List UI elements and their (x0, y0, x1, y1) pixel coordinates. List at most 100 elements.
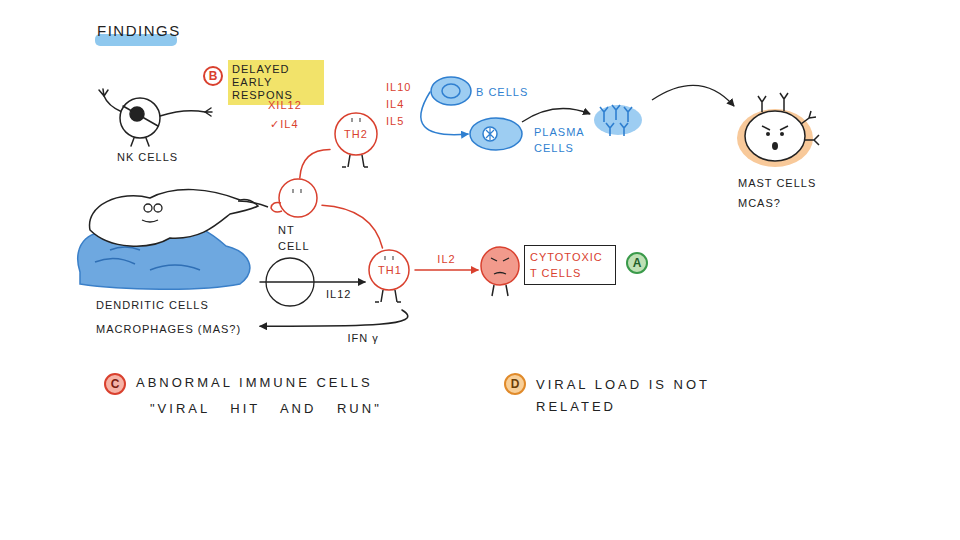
connector (260, 281, 365, 283)
cell-label: NK CELLS (117, 150, 212, 165)
badge-d: D (504, 373, 526, 395)
cytokine-label: IL4 (386, 97, 404, 112)
badge-c: C (104, 373, 126, 395)
plasma-to-antibody-arrow-part (522, 109, 590, 122)
edge-label-holder: IL2 (435, 252, 457, 267)
edge-label-holder: IFN γ (345, 331, 380, 346)
diagram-title: FINDINGS (97, 22, 181, 40)
cytokine-note-holder: ✓IL4 (270, 117, 299, 132)
cell-label: DELAYED EARLY RESPONS (232, 63, 320, 102)
connector (260, 310, 408, 326)
th2-cell-figure-part (335, 113, 377, 155)
dendritic-cell-figure-part (90, 190, 258, 247)
cell-label: B CELLS (476, 85, 540, 100)
th1-cell-figure-part (369, 250, 409, 290)
th1-cell: TH1 (365, 248, 415, 310)
th1-cell-figure-part (385, 256, 393, 260)
b-cell-figure (431, 77, 471, 105)
highlight-band: DELAYED EARLY RESPONS (228, 60, 324, 105)
th1-cell-figure-part (375, 290, 401, 302)
antibodies-part (600, 105, 632, 136)
cytotoxic-t-cell-figure-part (492, 285, 508, 296)
cytokine-label-holder: IL4 (386, 97, 404, 112)
naive-t-cell-figure-part (293, 189, 301, 193)
nk-cell-figure-part (99, 89, 108, 96)
cell-label: PLASMA CELLS (534, 124, 592, 156)
finding-text-holder: "VIRAL HIT AND RUN" (150, 400, 382, 417)
callout-letter: D (511, 377, 520, 391)
mast-cell-figure-part (766, 132, 770, 136)
edge-label: IFN γ (345, 331, 380, 346)
naive-t-cell: NT CELL (262, 178, 322, 256)
plasma-cell-figure-part (470, 118, 522, 150)
th2-cell-figure (335, 113, 377, 167)
mast-cell-figure-part (737, 109, 813, 167)
cytotoxic-t-cell: CYTOTOXIC T CELLS (478, 240, 618, 302)
cytokine-label: IL10 (386, 80, 411, 95)
callout-letter: A (633, 256, 642, 270)
cytokine-note: ✓IL4 (270, 117, 299, 132)
badge-a: A (626, 252, 648, 274)
naive-t-cell-figure-part (271, 203, 282, 212)
finding-text-holder: ABNORMAL IMMUNE CELLS (136, 374, 373, 391)
cytotoxic-t-cell-figure-part (491, 258, 509, 274)
title-holder: FINDINGS (97, 22, 181, 40)
th2-cell: TH2 (330, 112, 382, 178)
cytokine-label-holder: IL10 (386, 80, 411, 95)
cell-label: NT CELL (278, 222, 318, 254)
plasma-cell-figure (470, 118, 522, 150)
finding-text-holder: VIRAL LOAD IS NOT RELATED (536, 374, 736, 418)
b-cell-figure-part (431, 77, 471, 105)
mast-cell-figure-part (762, 126, 788, 130)
cytokine-note: XIL12 (268, 98, 302, 113)
connector (300, 150, 330, 178)
nk-cell-figure-part (123, 106, 158, 126)
mast-cell-figure-part (772, 142, 778, 150)
plasma-to-antibody-arrow (522, 109, 590, 122)
callout-letter: B (209, 69, 218, 83)
nk-cell-figure-part (160, 111, 205, 116)
cell-label: DENDRITIC CELLS MACROPHAGES (MAS?) (96, 293, 256, 341)
cytokine-label-holder: IL5 (386, 114, 404, 129)
th1-cell-figure (369, 250, 409, 302)
dendritic-cell: DENDRITIC CELLS MACROPHAGES (MAS?) (70, 175, 260, 343)
finding-text: "VIRAL HIT AND RUN" (150, 400, 382, 417)
finding-text: VIRAL LOAD IS NOT RELATED (536, 374, 736, 418)
antibodies (594, 105, 642, 136)
nk-cell-figure (99, 89, 212, 146)
th2-cell-figure-part (342, 155, 368, 167)
badge-b: B (203, 66, 223, 86)
nk-cell-figure-part (104, 96, 122, 112)
cell-label: TH2 (340, 127, 372, 142)
cell-label: MAST CELLS MCAS? (738, 173, 834, 213)
mast-cell-figure-part (780, 132, 784, 136)
b-cell: B CELLS (430, 77, 542, 107)
antibody-to-mast-arrow (652, 85, 734, 106)
nk-cell-figure-part (120, 98, 160, 138)
plasma-cell-figure-part (483, 127, 497, 141)
edge-label: IL2 (435, 252, 457, 267)
edge-label-holder: IL12 (324, 286, 353, 301)
finding-text: ABNORMAL IMMUNE CELLS (136, 374, 373, 391)
cytokine-label: IL5 (386, 114, 404, 129)
cytotoxic-t-cell-figure (481, 247, 519, 296)
dendritic-cell-figure (78, 190, 268, 290)
b-cell-figure-part (442, 84, 460, 98)
naive-t-cell-figure (271, 179, 317, 217)
edge-label: IL12 (324, 286, 353, 301)
labelled-box: CYTOTOXIC T CELLS (524, 245, 616, 285)
cytokine-note-holder: XIL12 (268, 98, 302, 113)
nk-cell-figure-part (205, 108, 212, 116)
plasma-cell-figure-part (486, 128, 494, 140)
dendritic-cell-figure-part (144, 204, 152, 212)
mast-cell-figure-part (745, 111, 805, 161)
nk-cell: NK CELLS (95, 78, 215, 170)
plasma-cell: PLASMA CELLS (468, 112, 594, 170)
mast-cell: MAST CELLS MCAS? (728, 75, 838, 215)
mast-cell-figure (737, 93, 819, 167)
nk-cell-figure-part (130, 107, 144, 121)
cytotoxic-t-cell-figure-part (481, 247, 519, 285)
nk-cell-figure-part (131, 138, 149, 146)
